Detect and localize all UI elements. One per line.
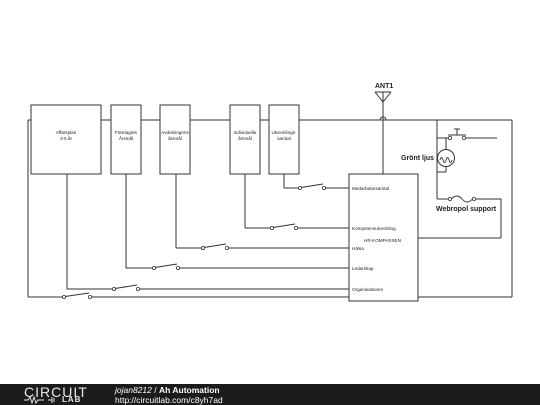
waveform-icon — [24, 396, 55, 404]
lamp-label: Grönt ljus — [401, 155, 434, 162]
goal-box-avdelningens-line1: Avdelningens — [161, 130, 189, 135]
schematic-title[interactable]: Ah Automation — [159, 385, 220, 395]
goal-box-individuella-line1: Individuella — [234, 130, 257, 135]
goal-box-affarsplan: Affärsplan 3-5 år — [30, 104, 102, 175]
goal-box-foretagets-line2: Årsmål — [119, 135, 133, 141]
schematic-credit: jojan8212 / Ah Automation — [115, 385, 220, 395]
antenna-label: ANT1 — [375, 83, 393, 90]
goal-box-foretagets-line1: Företagets — [115, 130, 138, 135]
switch-halsa — [200, 243, 229, 250]
circuitlab-logo: CIRCUIT — [24, 384, 88, 400]
goal-box-utvecklingssamtal-line1: Utvecklings- — [271, 130, 296, 135]
goal-box-foretagets-arsmal: Företagets Årsmål — [110, 104, 142, 175]
switch-organisationen-bus — [62, 292, 93, 299]
switch-ledarskap — [151, 263, 180, 270]
port-organisationen: Organisationen — [352, 287, 384, 292]
goal-box-individuella-arsmal: Individuella årsmål — [229, 104, 261, 175]
credit-separator: / — [154, 385, 157, 395]
schematic-url-link[interactable]: http://circuitlab.com/c8yh7ad — [115, 395, 223, 405]
goal-box-avdelningens-line2: årsmål — [168, 135, 182, 141]
pushbutton-switch-icon — [447, 128, 466, 140]
goal-box-affarsplan-line2: 3-5 år — [60, 135, 72, 141]
goal-box-avdelningens-arsmal: Avdelningens årsmål — [159, 104, 191, 175]
footer-bar: CIRCUIT LAB jojan8212 / Ah Automation ht… — [0, 384, 540, 405]
lamp-icon — [437, 138, 455, 173]
goal-box-utvecklingssamtal: Utvecklings- samtal — [268, 104, 300, 175]
switch-kompetensutveckling — [269, 223, 298, 230]
goal-box-affarsplan-line1: Affärsplan — [56, 130, 77, 135]
fuse-label: Webropol support — [436, 206, 497, 213]
switch-medarbetarsamtal — [297, 183, 326, 190]
port-kompetensutveckling: Kompetensutveckling — [352, 226, 396, 231]
port-halsa: Hälsa — [352, 246, 364, 251]
schematic-canvas: Affärsplan 3-5 år Företagets Årsmål Avde… — [27, 83, 513, 302]
goal-box-individuella-line2: årsmål — [238, 135, 252, 141]
author-link[interactable]: jojan8212 — [115, 385, 152, 395]
antenna-icon — [374, 91, 392, 121]
circuitlab-logo-lab: LAB — [62, 395, 82, 404]
hr-block-title: HR-KOMPASSEN — [364, 238, 401, 243]
fuse-icon — [447, 195, 476, 203]
port-ledarskap: Ledarskap — [352, 266, 374, 271]
switch-organisationen — [112, 284, 140, 291]
goal-box-utvecklingssamtal-line2: samtal — [277, 136, 291, 141]
port-medarbetarsamtal: Medarbetarsamtal — [352, 186, 389, 191]
hr-kompassen-block: Medarbetarsamtal Kompetensutveckling HR-… — [348, 173, 419, 302]
